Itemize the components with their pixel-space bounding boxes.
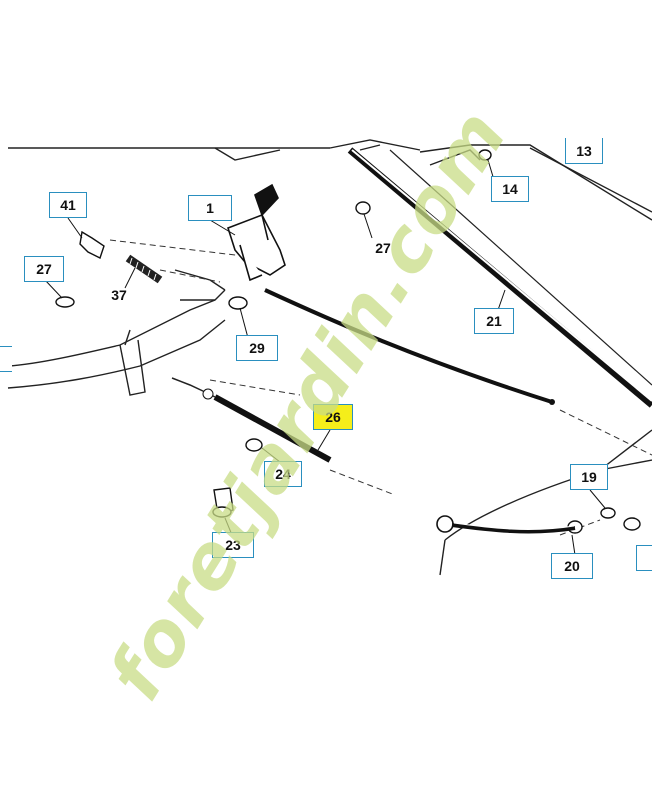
callout-24: 24: [264, 461, 302, 487]
callout-1: 1: [188, 195, 232, 221]
callout-partial-right: [636, 545, 652, 571]
leader-lines: [109, 239, 652, 536]
part-21-tube: [347, 147, 652, 408]
control-cable: [264, 288, 553, 404]
callout-37: 37: [111, 287, 127, 303]
callout-26-highlighted: 26: [313, 404, 353, 430]
callout-partial-left: [0, 346, 12, 372]
callout-27-left: 27: [24, 256, 64, 282]
chassis-outline: [7, 139, 652, 576]
part-20-lever: [436, 515, 576, 534]
callout-19: 19: [570, 464, 608, 490]
part-1-bracket: [227, 183, 286, 282]
callout-20: 20: [551, 553, 593, 579]
callout-23: 23: [212, 532, 254, 558]
cable-end: [549, 399, 555, 405]
callout-29: 29: [236, 335, 278, 361]
part-37-spring: [125, 254, 163, 284]
callout-21: 21: [474, 308, 514, 334]
part-26-rod: [171, 377, 332, 463]
small-hardware: [55, 149, 641, 534]
callout-13: 13: [565, 138, 603, 164]
callout-14: 14: [491, 176, 529, 202]
callout-41: 41: [49, 192, 87, 218]
callout-27-center: 27: [375, 240, 391, 256]
callout-leaders: [44, 159, 606, 556]
